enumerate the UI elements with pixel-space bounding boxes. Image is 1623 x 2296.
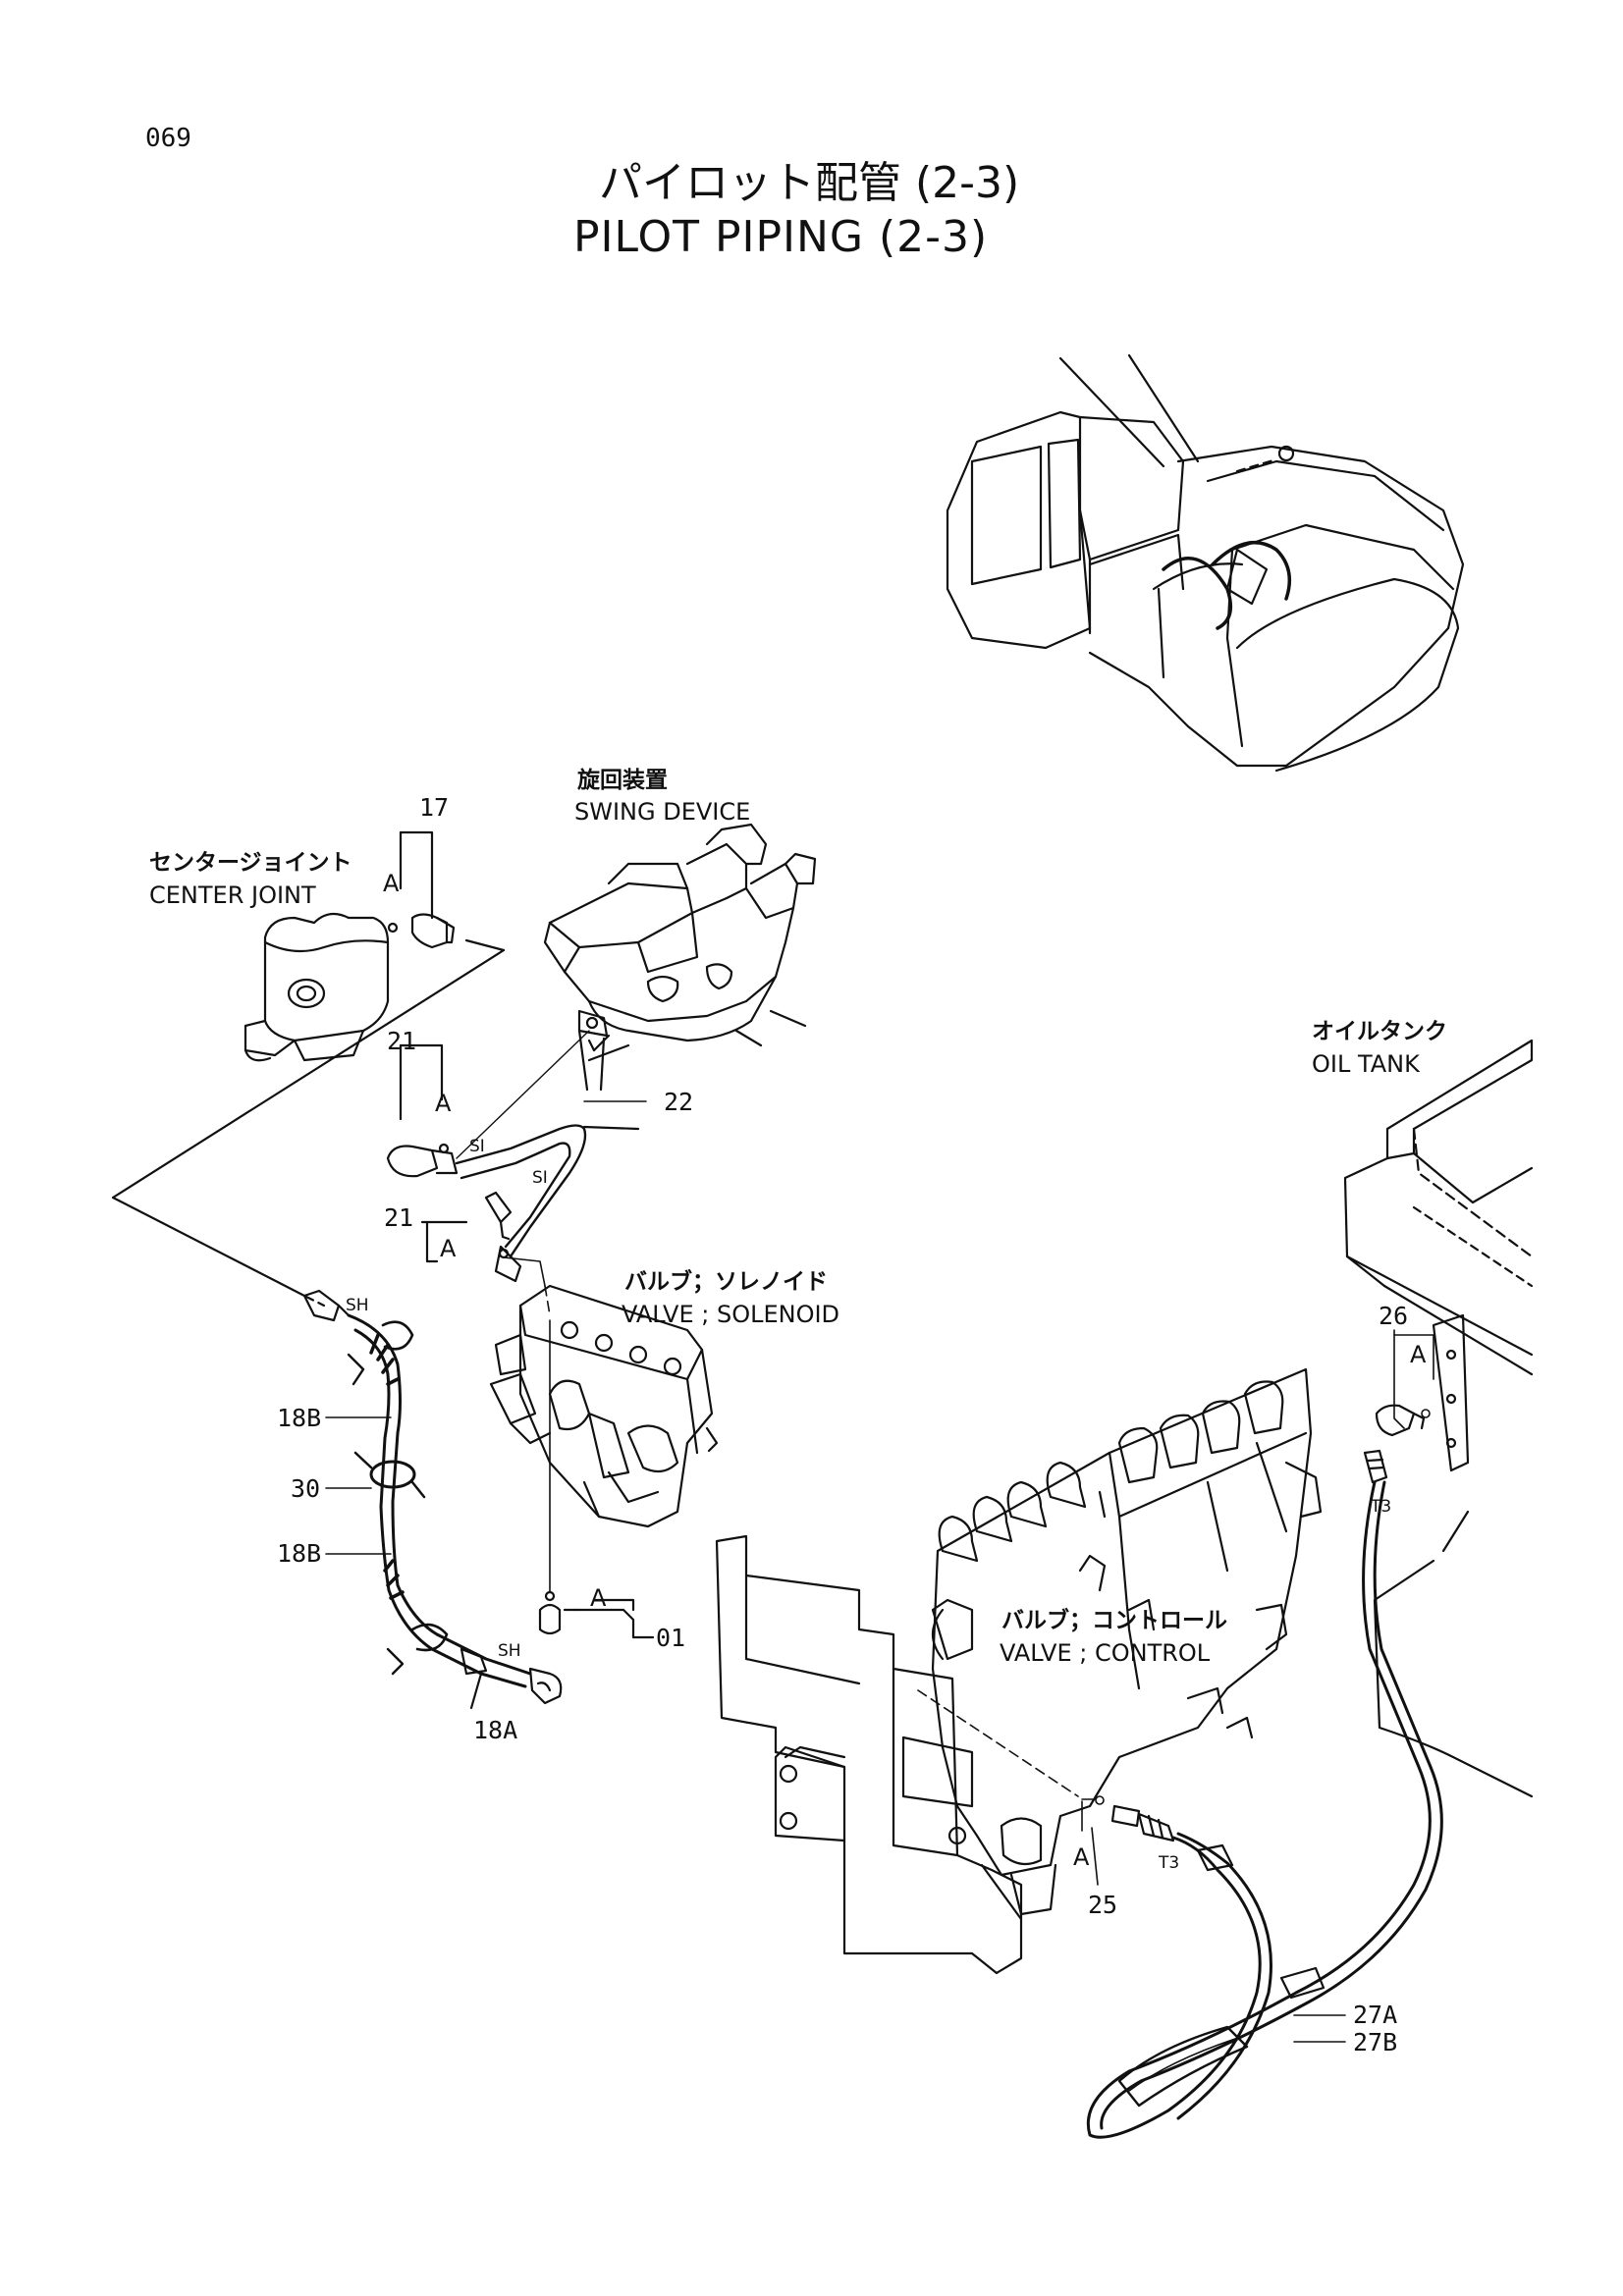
page-number: 069 <box>145 124 191 153</box>
marker-a-01: A <box>590 1584 607 1612</box>
callout-17: 17 <box>419 793 450 822</box>
callout-18a: 18A <box>473 1716 518 1744</box>
center-joint-label-jp: センタージョイント <box>149 850 352 876</box>
callout-18b-upper: 18B <box>277 1404 322 1432</box>
callout-01: 01 <box>656 1624 686 1652</box>
control-valve-label-jp: バルブ；コントロール <box>1001 1608 1227 1633</box>
tag-sh-lower: SH <box>498 1641 521 1661</box>
control-valve-illustration <box>715 1367 1323 1975</box>
callout-30: 30 <box>291 1474 321 1503</box>
solenoid-valve-label-en: VALVE ; SOLENOID <box>622 1301 840 1328</box>
tag-si-upper: SI <box>469 1137 485 1156</box>
center-joint-illustration <box>243 912 390 1062</box>
tag-t3-tank: T3 <box>1371 1497 1392 1517</box>
oil-tank-illustration <box>1343 1039 1534 1798</box>
center-joint-label-en: CENTER JOINT <box>149 881 316 909</box>
callout-27a: 27A <box>1353 2001 1398 2029</box>
swing-device-label-jp: 旋回装置 <box>577 768 668 793</box>
tag-si-lower: SI <box>532 1168 548 1188</box>
callout-25: 25 <box>1088 1891 1118 1919</box>
swing-device-label-en: SWING DEVICE <box>574 798 751 826</box>
callout-21-lower: 21 <box>384 1203 414 1232</box>
marker-a-17: A <box>383 870 400 897</box>
excavator-overview-illustration <box>946 353 1465 773</box>
oil-tank-label-jp: オイルタンク <box>1312 1019 1447 1044</box>
callout-leaders <box>325 1100 1434 2043</box>
solenoid-valve-label-jp: バルブ；ソレノイド <box>624 1269 828 1295</box>
callout-21-upper: 21 <box>387 1027 417 1055</box>
solenoid-valve-illustration <box>489 1284 719 1528</box>
page-title-japanese: パイロット配管 (2-3) <box>599 158 1020 208</box>
hose-18-assembly <box>302 1289 655 1710</box>
callout-27b: 27B <box>1353 2028 1398 2056</box>
callout-26: 26 <box>1379 1302 1409 1330</box>
callout-22: 22 <box>664 1088 694 1116</box>
fittings-upper-group <box>111 830 640 1316</box>
hose-27-assembly <box>1086 1404 1443 2139</box>
callout-18b-lower: 18B <box>277 1539 322 1568</box>
marker-a-25: A <box>1073 1843 1090 1871</box>
page-title-english: PILOT PIPING (2-3) <box>573 212 989 262</box>
marker-a-21-lower: A <box>440 1235 457 1262</box>
oil-tank-label-en: OIL TANK <box>1312 1050 1420 1078</box>
tag-sh-upper: SH <box>346 1296 369 1315</box>
marker-a-26: A <box>1410 1341 1427 1368</box>
tag-t3-valve: T3 <box>1159 1853 1180 1873</box>
swing-device-illustration <box>543 823 817 1092</box>
marker-a-21-upper: A <box>435 1090 452 1117</box>
control-valve-label-en: VALVE ; CONTROL <box>1000 1639 1211 1667</box>
